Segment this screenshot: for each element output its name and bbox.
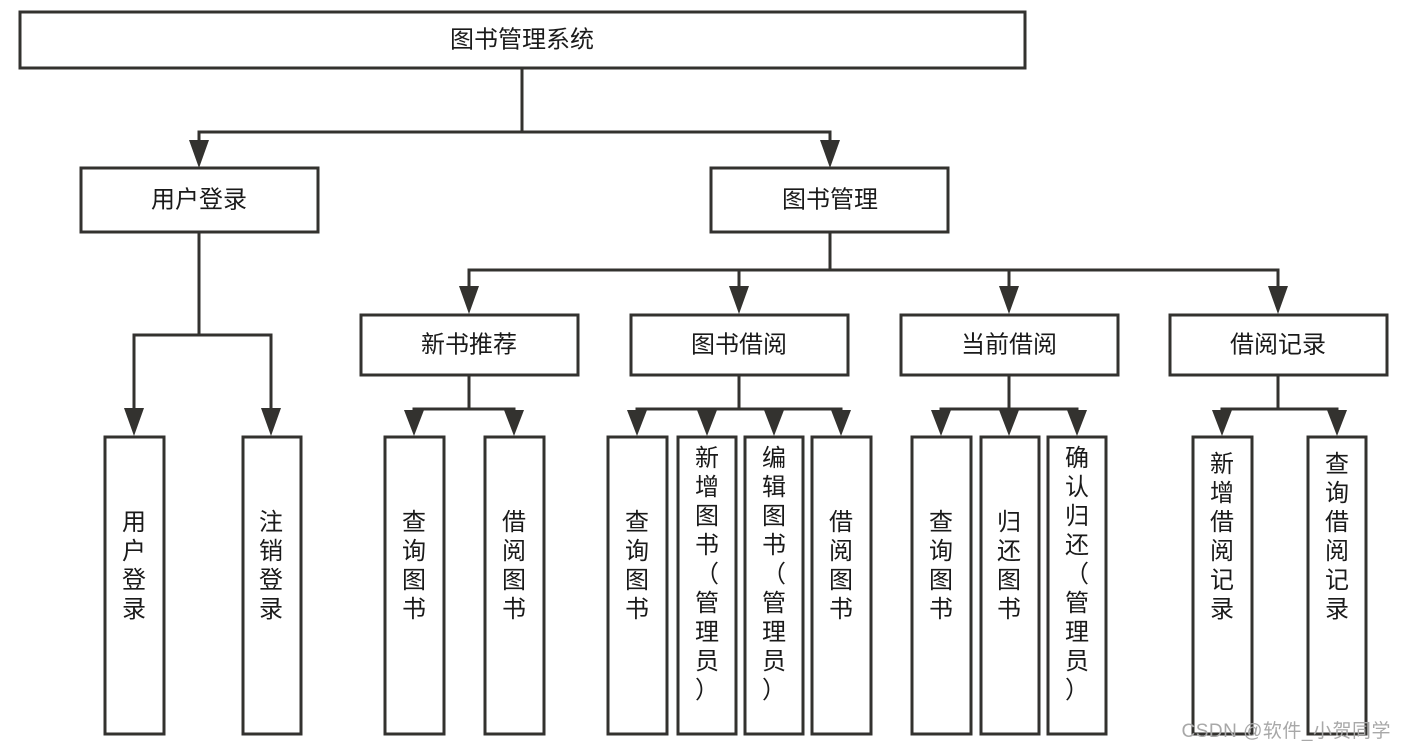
leaf-query-book-1-box[interactable] — [383, 435, 446, 736]
leaf-query-book-2-label: 查询图书 — [625, 509, 649, 623]
leaf-add-book-admin-box[interactable] — [676, 435, 738, 736]
leaf-edit-book-admin[interactable]: 编辑图书（管理员） — [743, 435, 805, 736]
arrowhead-leaf-add-borrow-record — [1212, 410, 1232, 436]
leaf-return-book-label: 归还图书 — [997, 509, 1021, 623]
arrowhead-book-borrow — [729, 286, 749, 314]
node-root-label: 图书管理系统 — [450, 26, 594, 53]
leaf-borrow-book-1-box[interactable] — [483, 435, 546, 736]
node-book-manage-label: 图书管理 — [782, 186, 878, 213]
node-root[interactable]: 图书管理系统 — [18, 10, 1027, 70]
leaf-borrow-book-2-label: 借阅图书 — [829, 509, 853, 623]
leaf-edit-book-admin-label: 编辑图书（管理员） — [762, 445, 786, 704]
leaf-query-borrow-record[interactable]: 查询借阅记录 — [1306, 435, 1368, 736]
leaf-user-login-label: 用户登录 — [122, 509, 146, 623]
leaf-query-borrow-record-label: 查询借阅记录 — [1325, 451, 1349, 623]
arrowhead-new-book-recommend — [459, 286, 479, 314]
leaf-logout-login-box[interactable] — [241, 435, 303, 736]
arrowhead-leaf-edit-book-admin — [764, 410, 784, 436]
arrowhead-leaf-borrow-book-2 — [831, 410, 851, 436]
leaf-return-book[interactable]: 归还图书 — [979, 435, 1041, 736]
node-user-login-box[interactable] — [79, 166, 320, 234]
node-book-manage[interactable]: 图书管理 — [709, 166, 950, 234]
node-new-book-recommend-box[interactable] — [359, 313, 580, 377]
leaf-return-book-box[interactable] — [979, 435, 1041, 736]
leaf-query-book-1[interactable]: 查询图书 — [383, 435, 446, 736]
arrowhead-leaf-query-borrow-record — [1327, 410, 1347, 436]
node-borrow-record-label: 借阅记录 — [1230, 331, 1326, 358]
leaf-edit-book-admin-box[interactable] — [743, 435, 805, 736]
node-user-login[interactable]: 用户登录 — [79, 166, 320, 234]
leaf-user-login[interactable]: 用户登录 — [103, 435, 166, 736]
leaf-borrow-book-1-label: 借阅图书 — [502, 509, 526, 623]
leaf-add-book-admin[interactable]: 新增图书（管理员） — [676, 435, 738, 736]
leaf-query-book-3-label: 查询图书 — [929, 509, 953, 623]
leaf-add-borrow-record[interactable]: 新增借阅记录 — [1191, 435, 1254, 736]
node-current-borrow-label: 当前借阅 — [961, 331, 1057, 358]
leaf-query-borrow-record-box[interactable] — [1306, 435, 1368, 736]
leaf-query-book-2[interactable]: 查询图书 — [606, 435, 669, 736]
arrowhead-leaf-confirm-return-admin — [1067, 410, 1087, 436]
node-new-book-recommend-label: 新书推荐 — [421, 331, 517, 358]
arrowhead-borrow-record — [1268, 286, 1288, 314]
arrowhead-current-borrow — [999, 286, 1019, 314]
arrowhead-leaf-add-book-admin — [697, 410, 717, 436]
arrowhead-leaf-query-book-3 — [931, 410, 951, 436]
node-new-book-recommend[interactable]: 新书推荐 — [359, 313, 580, 377]
leaf-borrow-book-2-box[interactable] — [810, 435, 873, 736]
node-book-borrow-label: 图书借阅 — [691, 331, 787, 358]
arrowhead-leaf-user-login — [124, 408, 144, 436]
leaf-confirm-return-admin[interactable]: 确认归还（管理员） — [1046, 435, 1108, 736]
leaf-logout-login-label: 注销登录 — [259, 509, 283, 623]
arrowhead-leaf-borrow-book-1 — [504, 410, 524, 436]
arrowhead-userlogin — [189, 140, 209, 168]
leaf-add-borrow-record-label: 新增借阅记录 — [1210, 451, 1234, 623]
node-user-login-label: 用户登录 — [151, 186, 247, 213]
arrowhead-bookmanage — [820, 140, 840, 168]
arrowhead-leaf-return-book — [999, 410, 1019, 436]
leaf-query-book-3-box[interactable] — [910, 435, 973, 736]
leaf-query-book-1-label: 查询图书 — [402, 509, 426, 623]
leaf-confirm-return-admin-box[interactable] — [1046, 435, 1108, 736]
node-root-box[interactable] — [18, 10, 1027, 70]
connector-group — [124, 66, 1347, 436]
arrowhead-leaf-query-book-1 — [404, 410, 424, 436]
arrowhead-leaf-logout-login — [261, 408, 281, 436]
leaf-borrow-book-2[interactable]: 借阅图书 — [810, 435, 873, 736]
leaf-borrow-book-1[interactable]: 借阅图书 — [483, 435, 546, 736]
node-book-borrow[interactable]: 图书借阅 — [629, 313, 850, 377]
node-current-borrow[interactable]: 当前借阅 — [899, 313, 1120, 377]
leaf-logout-login[interactable]: 注销登录 — [241, 435, 303, 736]
node-book-manage-box[interactable] — [709, 166, 950, 234]
arrowhead-leaf-query-book-2 — [627, 410, 647, 436]
leaf-query-book-3[interactable]: 查询图书 — [910, 435, 973, 736]
leaf-add-book-admin-label: 新增图书（管理员） — [695, 445, 719, 704]
node-borrow-record-box[interactable] — [1168, 313, 1389, 377]
node-borrow-record[interactable]: 借阅记录 — [1168, 313, 1389, 377]
leaf-confirm-return-admin-label: 确认归还（管理员） — [1065, 445, 1089, 704]
node-current-borrow-box[interactable] — [899, 313, 1120, 377]
leaf-user-login-box[interactable] — [103, 435, 166, 736]
node-book-borrow-box[interactable] — [629, 313, 850, 377]
leaf-add-borrow-record-box[interactable] — [1191, 435, 1254, 736]
leaf-query-book-2-box[interactable] — [606, 435, 669, 736]
